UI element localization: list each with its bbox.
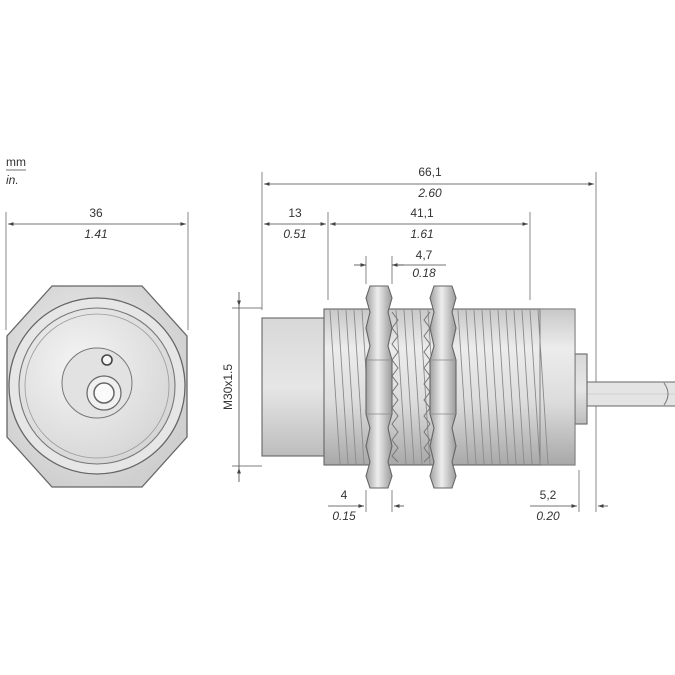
front-width-in: 1.41: [84, 227, 107, 241]
thread-line: [529, 309, 541, 465]
thread-line: [353, 309, 365, 465]
thread-line: [457, 309, 469, 465]
lock-nut-rear: [429, 285, 457, 489]
thread-length-mm: 41,1: [410, 206, 434, 220]
face-length-in: 0.51: [283, 227, 306, 241]
cable-cut-mark: [663, 382, 669, 406]
unit-mm-label: mm: [6, 155, 26, 169]
nut-thick-in: 0.18: [412, 266, 436, 280]
total-length-mm: 66,1: [418, 165, 442, 179]
units-legend: mm in.: [6, 155, 26, 187]
body-rear-section: [539, 308, 576, 466]
total-length-in: 2.60: [417, 186, 442, 200]
sensing-cap: [261, 317, 329, 457]
serrated-washer-left: [391, 311, 399, 463]
thread-line: [473, 309, 485, 465]
thread-line: [497, 309, 509, 465]
front-width-mm: 36: [89, 206, 103, 220]
thread-line: [337, 309, 349, 465]
thread-line: [329, 309, 341, 465]
gland-mm: 5,2: [540, 488, 557, 502]
thread-line: [505, 309, 517, 465]
thread-line: [481, 309, 493, 465]
gland-in: 0.20: [536, 509, 560, 523]
lock-nut-front: [365, 285, 393, 489]
nut-thick-mm: 4,7: [416, 248, 433, 262]
thread-line: [513, 309, 525, 465]
front-view: 36 1.41: [5, 206, 189, 488]
side-view: 66,1 2.60 13 0.51 41,1 1.61 4,7 0.18 4 0…: [221, 165, 675, 523]
thread-size-label: M30x1.5: [221, 364, 235, 410]
unit-in-label: in.: [6, 173, 19, 187]
thread-line: [521, 309, 533, 465]
thread-line: [411, 309, 423, 465]
thread-line: [345, 309, 357, 465]
thread-line: [465, 309, 477, 465]
nut-offset-mm: 4: [341, 488, 348, 502]
thread-line: [489, 309, 501, 465]
nut-offset-in: 0.15: [332, 509, 356, 523]
led-lens-inner: [93, 382, 115, 404]
serrated-washer-right: [423, 311, 431, 463]
thread-length-in: 1.61: [410, 227, 433, 241]
face-length-mm: 13: [288, 206, 302, 220]
cable-gland: [574, 353, 588, 425]
inner-ring: [24, 313, 170, 459]
thread-line: [537, 309, 549, 465]
thread-line: [403, 309, 415, 465]
indicator-dot: [101, 354, 113, 366]
